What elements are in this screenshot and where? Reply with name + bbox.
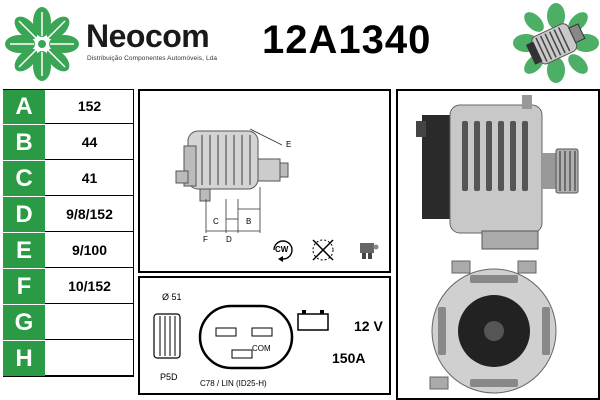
dim-label-c: C [213, 217, 219, 226]
dim-label-d: D [226, 235, 232, 244]
spec-letter: H [3, 341, 45, 376]
pulley-diameter: Ø 51 [162, 292, 182, 302]
alternator-rear-photo [429, 260, 557, 394]
voltage: 12 V [354, 318, 383, 334]
connector-icon [196, 302, 296, 372]
connector-code: C78 / LIN (ID25-H) [200, 379, 267, 388]
alternator-line-drawing [175, 128, 289, 233]
spec-value: 41 [45, 161, 134, 196]
spec-value: 10/152 [45, 269, 134, 304]
brand-subtitle: Distribuição Componentes Automóveis, Lda [87, 55, 218, 62]
spec-letter: F [3, 269, 45, 304]
spec-row-b: B 44 [3, 125, 134, 161]
spec-value [45, 305, 134, 340]
spec-row-f: F 10/152 [3, 269, 134, 305]
pulley-type: P5D [160, 372, 178, 382]
spec-letter: D [3, 197, 45, 232]
dim-label-e: E [286, 140, 292, 149]
neocom-logo-icon [4, 6, 80, 82]
rotation-label: CW [275, 245, 289, 254]
part-number: 12A1340 [262, 18, 432, 62]
alternator-thumbnail-icon [512, 2, 600, 84]
crossed-fan-icon [310, 237, 336, 263]
pulley-icon [152, 312, 182, 360]
connector-label: COM [252, 344, 271, 353]
regulator-icon [356, 239, 380, 261]
spec-row-c: C 41 [3, 161, 134, 197]
spec-value [45, 341, 134, 376]
dim-label-f: F [203, 235, 208, 244]
spec-value: 152 [45, 89, 134, 124]
spec-row-a: A 152 [3, 89, 134, 125]
spec-letter: G [3, 305, 45, 340]
spec-letter: C [3, 161, 45, 196]
spec-value: 9/100 [45, 233, 134, 268]
electrical-panel: Ø 51 P5D COM C78 / LIN (ID25-H) 12 V [138, 276, 391, 395]
dimension-diagram-panel: E C B F D CW [138, 89, 391, 273]
spec-row-d: D 9/8/152 [3, 197, 134, 233]
spec-letter: A [3, 89, 45, 124]
product-photo-panel [396, 89, 600, 400]
alternator-side-photo [416, 95, 579, 250]
spec-row-g: G [3, 305, 134, 341]
spec-row-h: H [3, 341, 134, 377]
spec-value: 44 [45, 125, 134, 160]
spec-letter: B [3, 125, 45, 160]
spec-row-e: E 9/100 [3, 233, 134, 269]
rotation-cw-icon: CW [270, 237, 296, 263]
dim-label-b: B [246, 217, 252, 226]
battery-icon [296, 308, 330, 332]
amperage: 150A [332, 350, 366, 366]
spec-value: 9/8/152 [45, 197, 134, 232]
spec-letter: E [3, 233, 45, 268]
brand-name: Neocom [86, 18, 210, 54]
